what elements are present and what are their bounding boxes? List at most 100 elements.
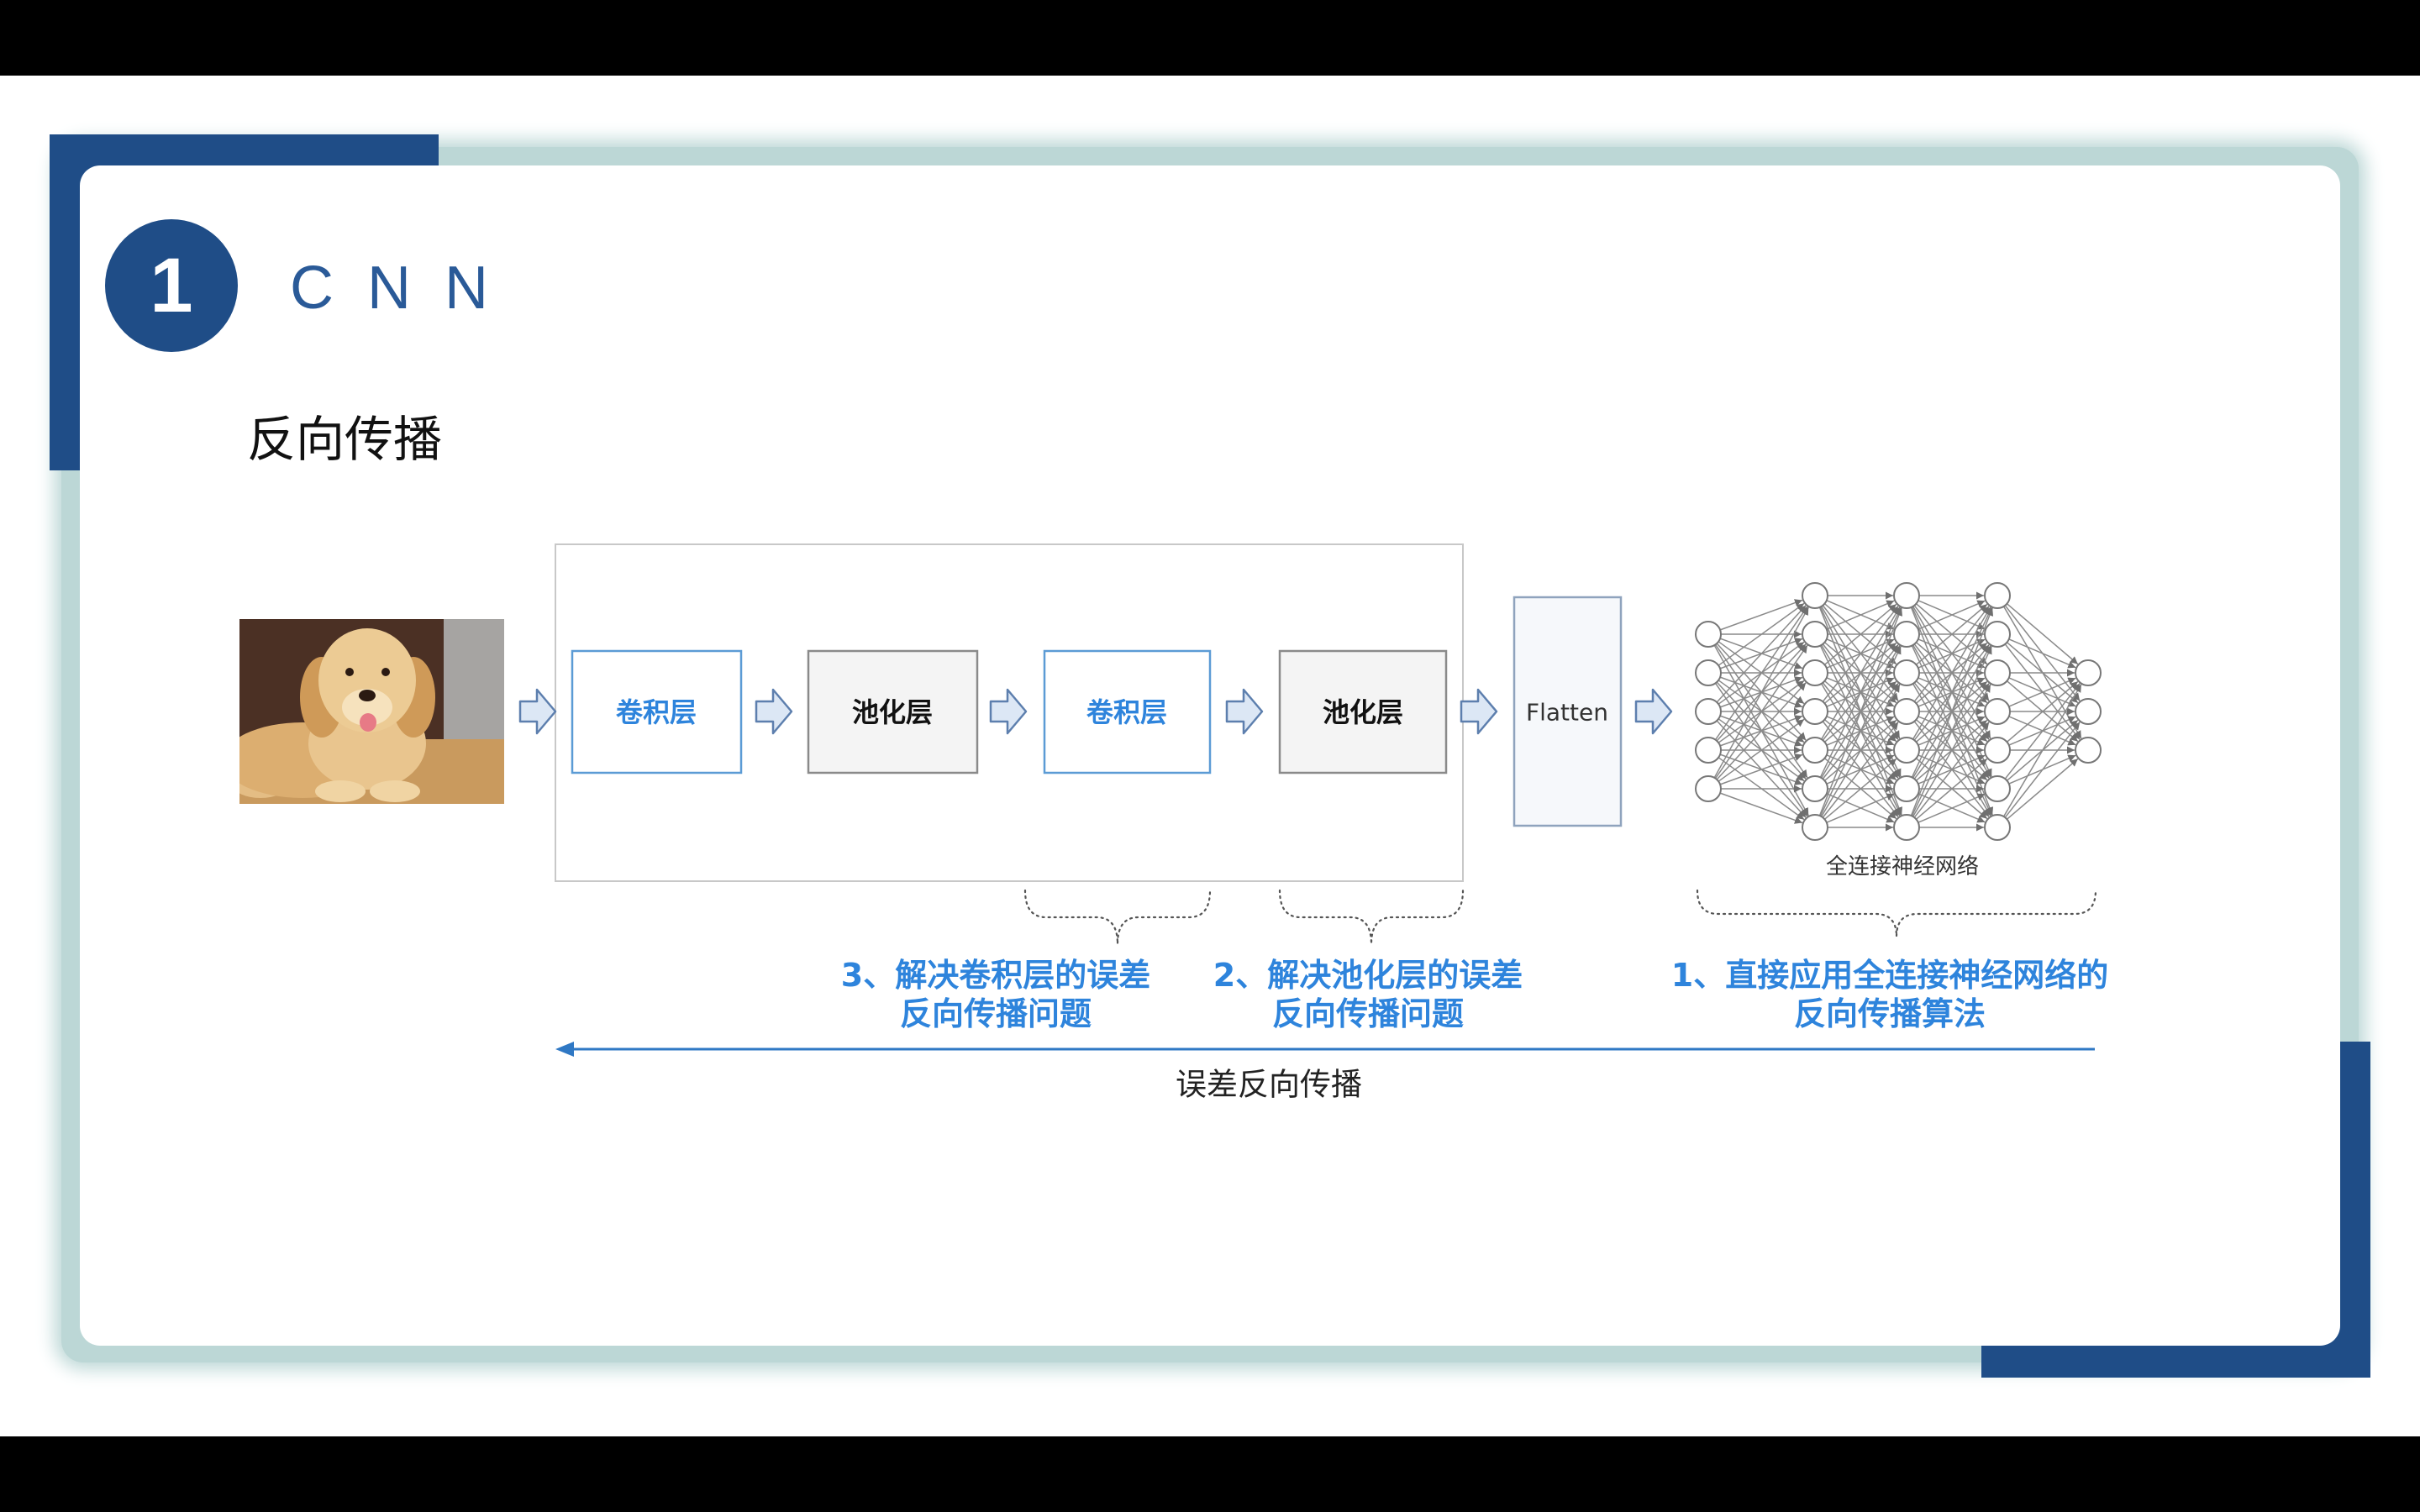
note-line: 2、解决池化层的误差 — [1213, 957, 1523, 994]
flow-arrow-6 — [1634, 688, 1673, 735]
nn-node — [1984, 814, 2011, 841]
nn-node — [1802, 659, 1828, 686]
nn-connection — [1915, 603, 1988, 665]
note-conv: 3、解决卷积层的误差 反向传播问题 — [841, 957, 1150, 1032]
nn-node — [1893, 737, 1920, 764]
nn-node — [1695, 775, 1722, 802]
nn-connection — [1912, 606, 1991, 740]
nn-node — [1802, 775, 1828, 802]
brace-fc — [1696, 889, 2097, 937]
nn-connection — [1716, 605, 1807, 703]
input-image — [239, 619, 504, 804]
nn-connection — [2004, 722, 2081, 818]
pool-layer-1: 池化层 — [807, 649, 979, 774]
nn-connection — [1822, 606, 1899, 702]
nn-connection — [1718, 602, 1805, 666]
pool-layer-label: 池化层 — [852, 696, 933, 728]
flatten-layer: Flatten — [1512, 596, 1623, 827]
nn-connection — [1823, 758, 1897, 820]
dog-muzzle — [342, 689, 392, 726]
nn-connection — [1719, 753, 1803, 785]
nn-node — [1893, 814, 1920, 841]
conv-layer-1: 卷积层 — [571, 649, 743, 774]
conv-layer-2: 卷积层 — [1043, 649, 1212, 774]
nn-connection — [1820, 684, 1901, 817]
dog-eye-right — [381, 668, 390, 676]
nn-connection — [1819, 607, 1902, 778]
nn-node — [1984, 737, 2011, 764]
nn-node — [1695, 737, 1722, 764]
letterbox-bottom — [0, 1436, 2420, 1512]
brace-pool — [1278, 889, 1465, 945]
nn-connection — [1718, 718, 1805, 782]
nn-node — [1893, 582, 1920, 609]
flow-arrow-2 — [755, 688, 793, 735]
nn-node — [1695, 621, 1722, 648]
nn-node — [1802, 582, 1828, 609]
nn-connection — [1911, 607, 1992, 778]
pool-layer-box — [807, 649, 979, 774]
note-fc: 1、直接应用全连接神经网络的 反向传播算法 — [1671, 957, 2108, 1032]
dog-eye-left — [345, 668, 354, 676]
nn-connection — [2008, 638, 2076, 669]
nn-node — [1984, 775, 2011, 802]
dog-paw-right — [370, 780, 420, 802]
nn-connection — [1826, 600, 1895, 630]
conv-layer-label: 卷积层 — [1086, 696, 1167, 728]
nn-connection — [1913, 722, 1990, 818]
note-line: 1、直接应用全连接神经网络的 — [1671, 957, 2108, 994]
nn-connection — [2008, 677, 2076, 707]
nn-node — [1695, 698, 1722, 725]
pool-layer-2: 池化层 — [1278, 649, 1448, 774]
slide-subtitle: 反向传播 — [247, 411, 443, 468]
flow-arrow-1 — [518, 688, 557, 735]
nn-node — [1984, 621, 2011, 648]
nn-node — [1893, 659, 1920, 686]
nn-connection — [1918, 793, 1986, 823]
nn-node — [1893, 775, 1920, 802]
nn-connection — [1918, 600, 1986, 630]
dog-paw-left — [315, 780, 366, 802]
nn-connection — [1910, 607, 1994, 816]
nn-node — [2075, 659, 2102, 686]
conv-layer-box — [1043, 649, 1212, 774]
conv-layer-label: 卷积层 — [616, 696, 697, 728]
nn-connection — [1820, 606, 1901, 740]
nn-node — [1893, 621, 1920, 648]
nn-connections — [1713, 591, 2082, 832]
nn-node — [1893, 698, 1920, 725]
flatten-box — [1512, 596, 1623, 827]
nn-connection — [1912, 684, 1991, 817]
nn-connection — [1826, 793, 1895, 823]
nn-connection — [1714, 644, 1808, 780]
nn-connection — [1719, 792, 1803, 824]
note-line: 反向传播算法 — [1794, 995, 1986, 1032]
nn-connection — [1713, 606, 1809, 779]
pool-layer-label: 池化层 — [1323, 696, 1403, 728]
nn-connection — [1716, 682, 1807, 780]
conv-layer-box — [571, 649, 743, 774]
nn-node — [1984, 698, 2011, 725]
nn-connection — [2004, 683, 2081, 780]
nn-connection — [1714, 606, 1808, 741]
nn-connection — [1823, 603, 1897, 665]
letterbox-top — [0, 0, 2420, 76]
flatten-label: Flatten — [1526, 699, 1608, 727]
note-line: 反向传播问题 — [900, 995, 1092, 1032]
dog-tongue — [360, 713, 376, 732]
fc-network-label: 全连接神经网络 — [1826, 854, 1979, 879]
nn-node — [1802, 737, 1828, 764]
section-number-badge: 1 — [105, 219, 238, 352]
pool-layer-box — [1278, 649, 1448, 774]
nn-connection — [1913, 606, 1990, 702]
nn-node — [2075, 698, 2102, 725]
nn-connection — [2006, 758, 2079, 820]
backprop-label: 误差反向传播 — [1176, 1067, 1362, 1103]
dog-nose — [359, 690, 376, 701]
nn-connection — [2002, 684, 2082, 817]
note-line: 反向传播问题 — [1272, 995, 1464, 1032]
nn-connection — [1915, 758, 1988, 820]
fully-connected-network — [1695, 582, 2102, 841]
flow-arrow-4 — [1225, 688, 1264, 735]
